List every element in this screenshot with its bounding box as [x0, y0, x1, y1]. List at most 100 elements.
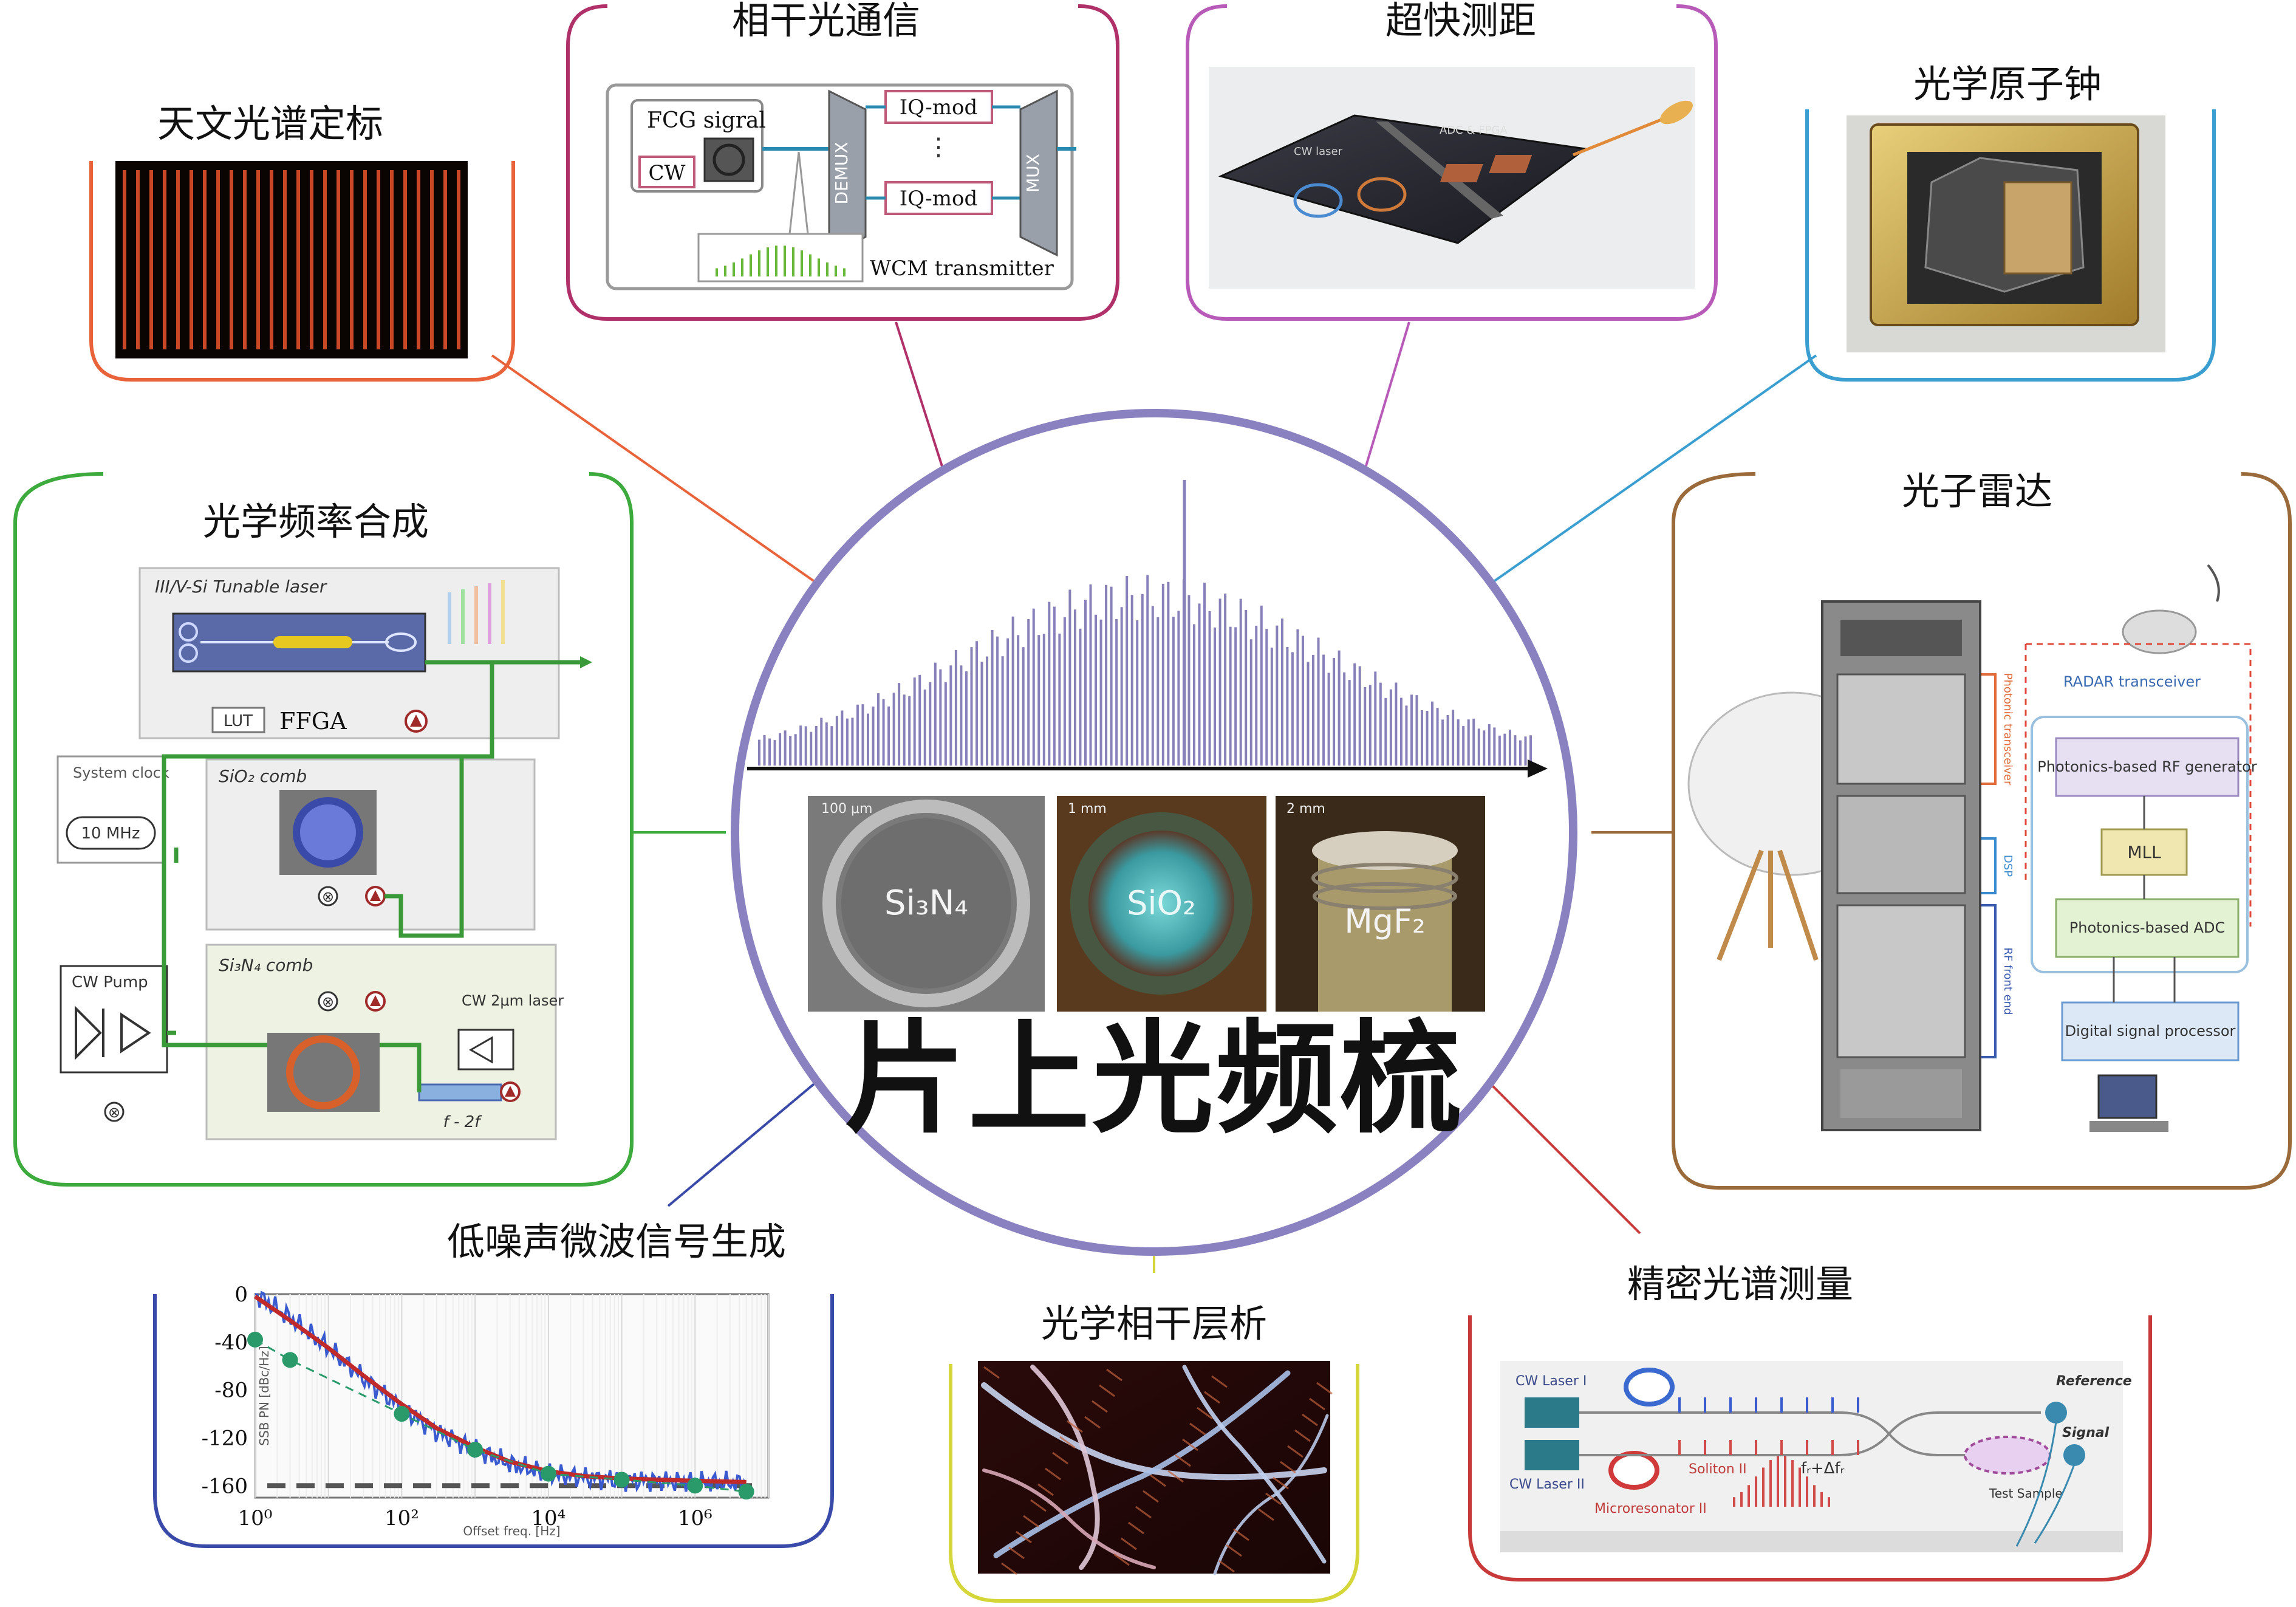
oct-vessel: [982, 1468, 1156, 1569]
cw-laser-1-label: CW Laser I: [1515, 1374, 1587, 1389]
svg-text:⊗: ⊗: [322, 993, 334, 1010]
panel-astro: 天文光谱定标: [89, 101, 515, 382]
lut-box: [211, 707, 265, 733]
material-sio2-image: 1 mm SiO₂: [1057, 796, 1266, 1012]
oct-capillary: [1008, 1546, 1025, 1560]
oct-capillary: [1182, 1438, 1198, 1451]
wcm-frame: [606, 83, 1074, 290]
oct-capillary: [1067, 1420, 1083, 1433]
oct-capillary: [1092, 1400, 1108, 1413]
oct-capillary: [1150, 1474, 1166, 1487]
center-hub: 100 μm Si₃N₄ 1 mm SiO₂ 2 mm MgF₂ 片上光频梳: [731, 409, 1577, 1256]
lut-label: LUT: [224, 712, 253, 730]
soliton-label: Soliton II: [1689, 1462, 1747, 1477]
cw-laser-2: [1525, 1440, 1579, 1470]
f2f-waveguide: [418, 1083, 502, 1102]
wcm-comb-lines: [716, 245, 846, 276]
connector-spectro: [1487, 1080, 1641, 1235]
oct-capillary: [1045, 1467, 1061, 1481]
oct-capillary: [1175, 1454, 1191, 1467]
spectro-comb-lines: [1678, 1397, 1859, 1455]
chart-x-axis-label: Offset freq. [Hz]: [463, 1524, 560, 1538]
formula-label: fᵣ+Δfᵣ: [1801, 1459, 1845, 1478]
center-title: 片上光频梳: [844, 1009, 1464, 1150]
adc-box: [2055, 898, 2240, 958]
oct-capillary: [1265, 1492, 1282, 1506]
oct-capillary: [1233, 1528, 1249, 1541]
oct-vessel: [1030, 1365, 1100, 1570]
panel-microwave-title: 低噪声微波信号生成: [447, 1219, 786, 1264]
oct-vessel: [1182, 1365, 1327, 1564]
rack-label-transceiver: Photonic transceiver: [2001, 673, 2014, 786]
oct-capillary: [1204, 1391, 1220, 1404]
material-sio2-label: SiO₂: [1127, 884, 1195, 922]
oct-capillary: [1316, 1382, 1333, 1395]
chart-y-tick-label: -40: [214, 1331, 248, 1355]
material-si3n4-scale: 100 μm: [821, 801, 872, 817]
soliton-spectrum: [1733, 1455, 1830, 1507]
mhz-label: 10 MHz: [81, 824, 140, 843]
clock-cell: [2003, 181, 2072, 275]
chart-y-axis-label: SSB PN [dBc/Hz]: [257, 1346, 272, 1445]
comb-spectrum: [758, 480, 1532, 766]
sio2-comb-label: SiO₂ comb: [219, 766, 307, 786]
oct-capillary: [1226, 1544, 1242, 1557]
chart-point-green: [687, 1478, 703, 1494]
oct-capillary: [1023, 1515, 1039, 1528]
ranging-ring-2: [1357, 177, 1407, 212]
ranging-chip-module-2: [1489, 155, 1532, 173]
oct-capillary: [1197, 1407, 1213, 1420]
dsp-box: [2061, 1001, 2240, 1061]
iqmod-bottom-label: IQ-mod: [900, 187, 978, 211]
spectrum-axis-arrow: [1528, 759, 1548, 778]
svg-text:⊗: ⊗: [108, 1104, 120, 1121]
oct-capillary: [1309, 1397, 1325, 1411]
panel-clock-title: 光学原子钟: [1913, 62, 2102, 106]
oct-capillary: [1016, 1530, 1032, 1544]
astro-spectrum-image: [115, 161, 468, 358]
test-sample-label: Test Sample: [1989, 1486, 2063, 1501]
detector-signal: [2063, 1444, 2085, 1466]
iqmod-top: [884, 90, 993, 124]
spectro-waveguides: [1579, 1411, 2041, 1456]
oct-capillary: [1052, 1451, 1068, 1465]
oct-capillary: [1113, 1553, 1130, 1566]
signal-label: Signal: [2062, 1425, 2110, 1441]
rf-generator-label: Photonics-based RF generator: [2037, 758, 2257, 775]
oct-capillary: [1001, 1562, 1017, 1575]
panel-oct-title: 光学相干层析: [1041, 1301, 1267, 1346]
chart-y-tick-label: -160: [202, 1474, 248, 1498]
ranging-chip-divider: [1376, 122, 1503, 219]
chart-y-tick-label: -80: [214, 1379, 248, 1403]
chart-series-green-trend: [255, 1338, 747, 1493]
cw2um-label: CW 2μm laser: [462, 992, 564, 1009]
oct-capillary: [1302, 1413, 1318, 1427]
panel-oct: 光学相干层析: [949, 1301, 1359, 1603]
astro-comb-lines: [123, 170, 460, 349]
ranging-ring-1: [1293, 183, 1343, 218]
chart-x-tick-label: 10²: [384, 1506, 419, 1530]
panel-clock: 光学原子钟: [1805, 62, 2216, 382]
chart-y-tick-label: -120: [202, 1426, 248, 1450]
ranging-target: [1660, 100, 1693, 125]
rack-label-rf: RF front end: [2001, 947, 2014, 1015]
panel-radar: 光子雷达 Photonic transceiver DSP RF front e…: [1672, 469, 2292, 1190]
iqmod-top-label: IQ-mod: [900, 95, 978, 120]
oct-capillary: [1280, 1461, 1296, 1474]
chart-x-tick-label: 10⁶: [678, 1506, 712, 1530]
oct-capillary: [1059, 1436, 1076, 1449]
micro-label: Microresonator II: [1594, 1501, 1707, 1516]
material-sio2-scale: 1 mm: [1068, 801, 1107, 817]
panel-coherent-title: 相干光通信: [732, 0, 920, 43]
ranging-chip-right-label: ADC & FPGA: [1440, 124, 1508, 137]
si3n4-comb-label: Si₃N₄ comb: [219, 955, 313, 975]
reference-label: Reference: [2056, 1374, 2132, 1389]
oct-capillary: [1273, 1476, 1289, 1490]
connector-coherent: [895, 321, 946, 475]
oct-capillary: [1287, 1445, 1303, 1458]
mhz-box: [66, 816, 156, 850]
svg-text:⊗: ⊗: [322, 888, 334, 905]
ranging-chip-module-1: [1440, 164, 1483, 182]
iqmod-ellipsis: ⋮: [926, 133, 951, 161]
